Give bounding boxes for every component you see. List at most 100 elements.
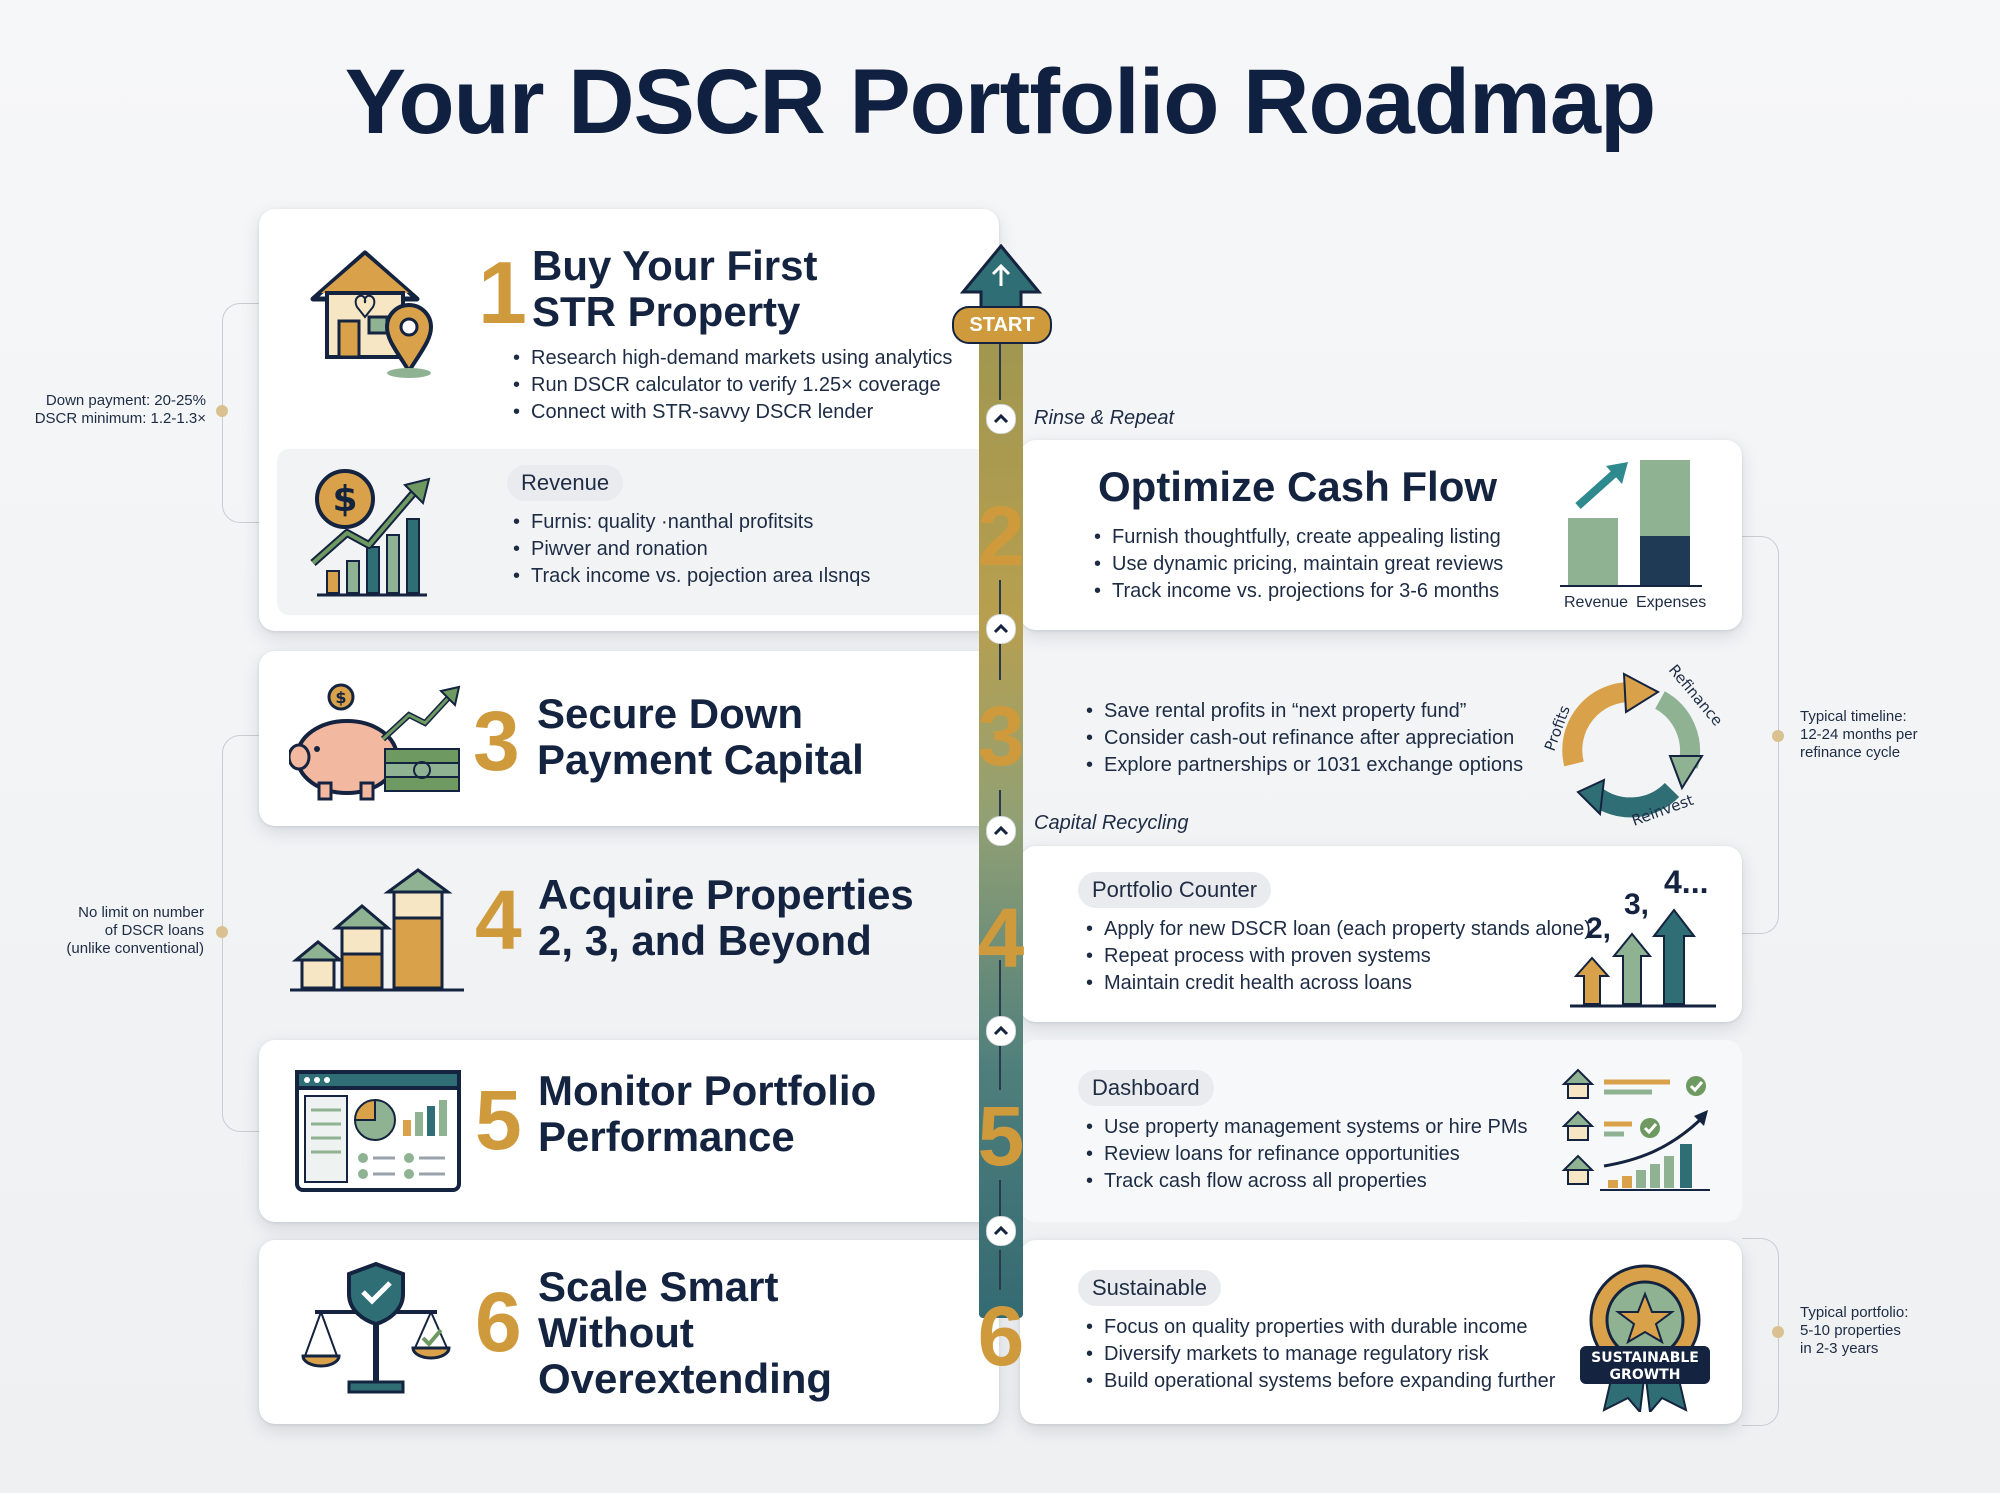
start-label: START bbox=[969, 314, 1035, 336]
house-location-icon bbox=[310, 250, 434, 378]
counter-number-3: 3, bbox=[1624, 888, 1650, 921]
revenue-panel: $ Revenue Furnis: quality ·nanthal profi… bbox=[277, 449, 999, 615]
capital-bullets: Save rental profits in “next property fu… bbox=[1084, 698, 1523, 779]
list-item: Explore partnerships or 1031 exchange op… bbox=[1084, 752, 1523, 779]
balance-scale-shield-icon bbox=[301, 1261, 451, 1394]
step-1-title: Buy Your First STR Property bbox=[532, 242, 818, 335]
optimize-cash-flow-card: Optimize Cash Flow Furnish thoughtfully,… bbox=[1020, 440, 1742, 630]
list-item: Furnis: quality ·nanthal profitsits bbox=[511, 509, 870, 536]
list-item: Review loans for refinance opportunities bbox=[1084, 1141, 1528, 1168]
side-note-portfolio: Typical portfolio: 5-10 properties in 2-… bbox=[1800, 1304, 1909, 1357]
capital-recycling-label: Capital Recycling bbox=[1034, 812, 1189, 834]
list-item: Track income vs. projections for 3-6 mon… bbox=[1092, 578, 1503, 605]
timeline-line bbox=[999, 1040, 1001, 1090]
list-item: Apply for new DSCR loan (each property s… bbox=[1084, 916, 1591, 943]
badge-line-1: SUSTAINABLE bbox=[1591, 1350, 1699, 1366]
right-note-dot-2 bbox=[1772, 1326, 1784, 1338]
chart-label-expenses: Expenses bbox=[1636, 594, 1707, 611]
rinse-repeat-label: Rinse & Repeat bbox=[1034, 407, 1175, 429]
start-badge: START bbox=[952, 306, 1052, 344]
list-item: Connect with STR-savvy DSCR lender bbox=[511, 399, 952, 426]
sustainable-card: Sustainable Focus on quality properties … bbox=[1020, 1240, 1742, 1424]
list-item: Piwver and ronation bbox=[511, 536, 870, 563]
portfolio-counter-pill: Portfolio Counter bbox=[1078, 872, 1272, 908]
dashboard-card: Dashboard Use property management system… bbox=[1020, 1040, 1742, 1222]
side-note-loan-limit: No limit on number of DSCR loans (unlike… bbox=[66, 904, 204, 957]
step-3-title: Secure Down Payment Capital bbox=[537, 690, 864, 783]
svg-text:$: $ bbox=[335, 688, 346, 707]
sustainable-bullets: Focus on quality properties with durable… bbox=[1084, 1314, 1555, 1395]
step-6-title: Scale Smart Without Overextending bbox=[538, 1263, 833, 1402]
dollar-growth-icon: $ bbox=[310, 469, 431, 597]
timeline-line bbox=[999, 640, 1001, 680]
list-item: Track income vs. pojection area ılsnqs bbox=[511, 563, 870, 590]
counter-number-4: 4... bbox=[1664, 864, 1709, 900]
step-5-title: Monitor Portfolio Performance bbox=[538, 1067, 877, 1160]
left-note-dot-1 bbox=[216, 405, 228, 417]
chevron-up-icon bbox=[986, 1216, 1016, 1246]
growth-arrows-icon bbox=[1570, 908, 1716, 1008]
timeline-number-6: 6 bbox=[977, 1289, 1025, 1383]
recycle-cycle-icon: Profits Refinance Reinvest bbox=[1541, 661, 1727, 830]
list-item: Focus on quality properties with durable… bbox=[1084, 1314, 1555, 1341]
timeline-line bbox=[999, 960, 1001, 1030]
revenue-bullets: Furnis: quality ·nanthal profitsits Piwv… bbox=[511, 509, 870, 590]
badge-line-2: GROWTH bbox=[1610, 1367, 1681, 1383]
counter-number-2: 2, bbox=[1586, 912, 1612, 945]
list-item: Maintain credit health across loans bbox=[1084, 970, 1591, 997]
side-note-timeline: Typical timeline: 12-24 months per refin… bbox=[1800, 708, 1918, 761]
list-item: Furnish thoughtfully, create appealing l… bbox=[1092, 524, 1503, 551]
timeline-number-2: 2 bbox=[977, 489, 1025, 583]
chart-label-revenue: Revenue bbox=[1564, 594, 1629, 611]
list-item: Use property management systems or hire … bbox=[1084, 1114, 1528, 1141]
property-checklist-icon bbox=[1561, 1068, 1710, 1191]
portfolio-counter-card: Portfolio Counter Apply for new DSCR loa… bbox=[1020, 846, 1742, 1022]
sustainable-growth-badge-icon: SUSTAINABLE GROWTH bbox=[1580, 1264, 1710, 1412]
step-3-card: $ 3 Secure Down Payment Capital bbox=[259, 651, 999, 826]
chevron-up-icon bbox=[986, 1016, 1016, 1046]
chevron-up-icon bbox=[986, 816, 1016, 846]
timeline-line bbox=[999, 1180, 1001, 1220]
list-item: Diversify markets to manage regulatory r… bbox=[1084, 1341, 1555, 1368]
counter-bullets: Apply for new DSCR loan (each property s… bbox=[1084, 916, 1591, 997]
list-item: Build operational systems before expandi… bbox=[1084, 1368, 1555, 1395]
left-note-dot-2 bbox=[216, 926, 228, 938]
sustainable-pill: Sustainable bbox=[1078, 1270, 1221, 1306]
step-5-card: 5 Monitor Portfolio Performance bbox=[259, 1040, 999, 1222]
step-6-card: 6 Scale Smart Without Overextending bbox=[259, 1240, 999, 1424]
timeline-number-5: 5 bbox=[977, 1089, 1025, 1183]
list-item: Run DSCR calculator to verify 1.25× cove… bbox=[511, 372, 952, 399]
revenue-expenses-chart-icon bbox=[1560, 460, 1702, 587]
step-1-number: 1 bbox=[478, 243, 527, 342]
optimize-title: Optimize Cash Flow bbox=[1098, 463, 1498, 510]
list-item: Save rental profits in “next property fu… bbox=[1084, 698, 1523, 725]
dashboard-pill: Dashboard bbox=[1078, 1070, 1214, 1106]
piggy-bank-icon: $ bbox=[289, 683, 461, 801]
chevron-up-icon bbox=[986, 614, 1016, 644]
step-1-card: 1 Buy Your First STR Property Research h… bbox=[259, 209, 999, 631]
timeline-line bbox=[999, 580, 1001, 630]
timeline-number-4: 4 bbox=[977, 891, 1025, 985]
list-item: Use dynamic pricing, maintain great revi… bbox=[1092, 551, 1503, 578]
svg-text:$: $ bbox=[332, 479, 357, 520]
step-1-bullets: Research high-demand markets using analy… bbox=[511, 345, 952, 426]
dashboard-screen-icon bbox=[295, 1070, 461, 1192]
step-5-number: 5 bbox=[475, 1073, 522, 1167]
list-item: Repeat process with proven systems bbox=[1084, 943, 1591, 970]
step-4-number: 4 bbox=[475, 873, 522, 967]
step-6-number: 6 bbox=[475, 1275, 522, 1369]
dashboard-bullets: Use property management systems or hire … bbox=[1084, 1114, 1528, 1195]
revenue-pill: Revenue bbox=[507, 465, 624, 501]
chevron-up-icon bbox=[986, 404, 1016, 434]
properties-growth-icon bbox=[290, 868, 464, 992]
timeline-line bbox=[999, 1250, 1001, 1290]
timeline-line bbox=[999, 340, 1001, 400]
list-item: Consider cash-out refinance after apprec… bbox=[1084, 725, 1523, 752]
list-item: Research high-demand markets using analy… bbox=[511, 345, 952, 372]
optimize-bullets: Furnish thoughtfully, create appealing l… bbox=[1092, 524, 1503, 605]
right-note-dot-1 bbox=[1772, 730, 1784, 742]
timeline-number-3: 3 bbox=[977, 689, 1025, 783]
page-title: Your DSCR Portfolio Roadmap bbox=[344, 51, 1656, 153]
step-3-number: 3 bbox=[473, 694, 520, 788]
side-note-down-payment: Down payment: 20-25% DSCR minimum: 1.2-1… bbox=[34, 392, 206, 427]
